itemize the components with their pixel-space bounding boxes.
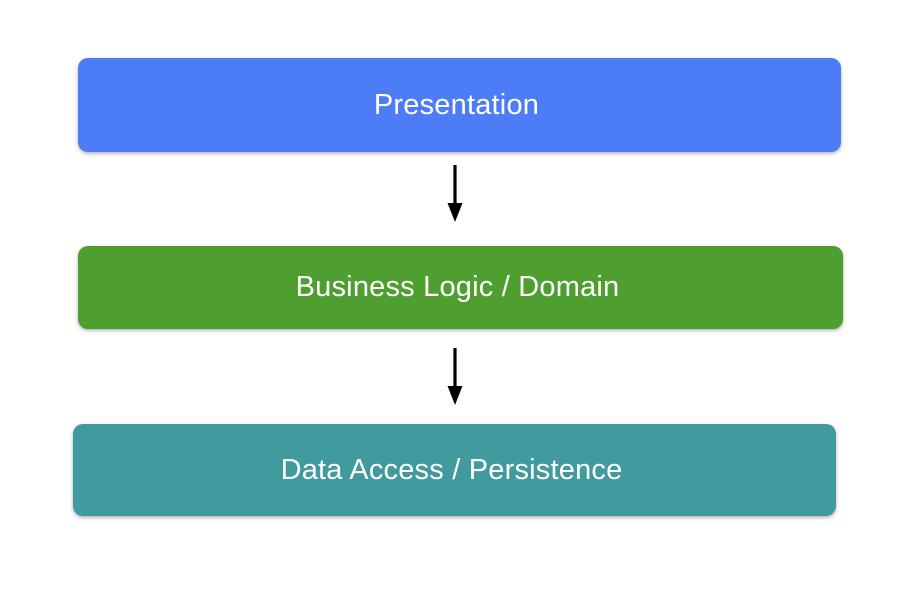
node-label-data-access: Data Access / Persistence <box>280 453 623 486</box>
node-label-business-logic: Business Logic / Domain <box>295 271 620 303</box>
arrowhead-icon <box>447 203 463 222</box>
diagram-node-business-logic[interactable]: Business Logic / Domain <box>78 246 843 329</box>
node-label-presentation: Presentation <box>373 88 540 121</box>
diagram-node-data-access[interactable]: Data Access / Persistence <box>73 424 836 516</box>
arrowhead-icon <box>447 386 463 405</box>
diagram-node-presentation[interactable]: Presentation <box>78 58 841 152</box>
